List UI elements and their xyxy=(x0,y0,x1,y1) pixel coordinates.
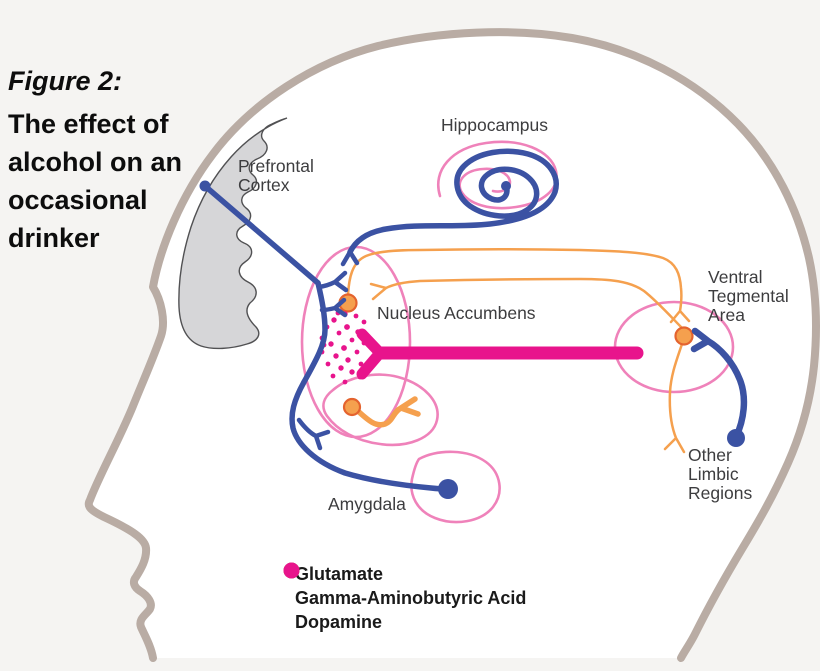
glutamate-limbic-to-vta-axon xyxy=(690,327,748,441)
legend-item-dopamine: Dopamine xyxy=(283,562,526,634)
dopamine-dot-icon xyxy=(283,562,300,579)
label-hippocampus: Hippocampus xyxy=(441,115,548,135)
striatal-pouch-outline xyxy=(322,373,439,447)
glutamate-endpoints xyxy=(199,180,745,499)
legend-item-glutamate: Glutamate xyxy=(283,562,526,586)
glutamate-pfc-trunk xyxy=(289,280,450,492)
gaba-soma-lower xyxy=(342,397,362,417)
glutamate-origin-hippocampus xyxy=(501,181,511,191)
figure-title: Figure 2: The effect of alcohol on an oc… xyxy=(8,66,182,257)
gaba-somas xyxy=(338,293,694,417)
legend-label: Gamma-Aminobutyric Acid xyxy=(295,587,527,608)
glutamate-pfc-axon xyxy=(202,183,321,286)
label-nucleus-accumbens: Nucleus Accumbens xyxy=(377,303,536,323)
legend-label: Glutamate xyxy=(295,563,384,584)
glutamate-origin-amygdala xyxy=(438,479,458,499)
gaba-pathways xyxy=(346,248,691,454)
legend: Glutamate Gamma-Aminobutyric Acid Dopami… xyxy=(283,562,526,634)
dopamine-pathway xyxy=(356,328,644,380)
figure-number: Figure 2: xyxy=(8,66,123,96)
title-line: alcohol on an xyxy=(8,147,183,177)
gaba-soma-ventral-tegmental xyxy=(674,326,694,346)
title-line: drinker xyxy=(8,223,100,253)
glutamate-terminal-fork-mid xyxy=(319,297,348,318)
label-ventral-tegmental-area: Ventral Tegmental Area xyxy=(708,267,789,325)
legend-label: Dopamine xyxy=(295,611,383,632)
amygdala-outline xyxy=(410,450,501,524)
head-outline xyxy=(84,28,820,662)
gaba-vta-to-nac-axon xyxy=(369,277,686,332)
label-amygdala: Amygdala xyxy=(328,494,406,514)
label-prefrontal-cortex: Prefrontal Cortex xyxy=(238,156,314,195)
head-silhouette-fill xyxy=(88,32,817,659)
hippocampus-outline-spiral xyxy=(437,140,558,210)
glutamate-origin-limbic xyxy=(727,429,745,447)
legend-item-gaba: Gamma-Aminobutyric Acid xyxy=(283,562,527,610)
glutamate-terminal-fork-lower xyxy=(296,417,331,451)
glutamate-hippocampus-terminal-fork xyxy=(340,249,360,267)
glutamate-hippocampus-axon xyxy=(347,148,559,255)
gaba-interneuron-squiggle xyxy=(356,396,421,428)
prefrontal-cortex-shape xyxy=(178,117,288,350)
title-line: occasional xyxy=(8,185,148,215)
gaba-nac-to-vta-axon xyxy=(346,248,691,324)
glutamate-pathways xyxy=(202,148,748,492)
label-other-limbic-regions: Other Limbic Regions xyxy=(688,445,753,503)
gaba-vta-to-limbic-axon xyxy=(663,342,686,454)
title-line: The effect of xyxy=(8,109,169,139)
glutamate-terminal-fork-upper xyxy=(316,270,349,293)
dopamine-terminal-fork xyxy=(356,328,386,380)
glutamate-origin-prefrontal xyxy=(199,180,211,192)
